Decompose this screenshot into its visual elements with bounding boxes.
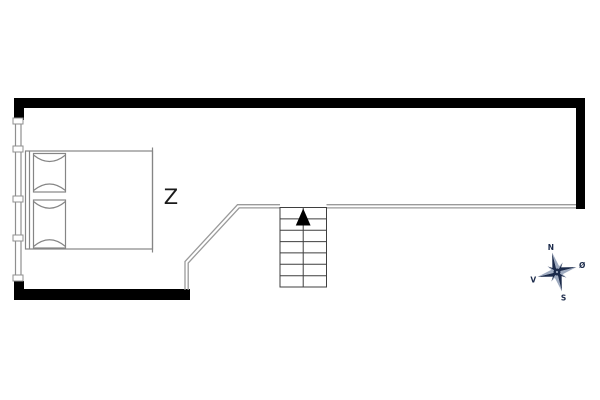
pillow-arc <box>33 154 66 163</box>
compass-west-label: V <box>530 275 536 284</box>
pillow-bottom <box>32 199 67 249</box>
wall-left-upper <box>14 98 24 120</box>
window-mullion-tick <box>12 234 24 242</box>
pillow-rect <box>32 199 67 249</box>
west-window <box>12 117 24 282</box>
wall-top <box>14 98 585 108</box>
window-mullion-tick <box>12 117 24 125</box>
compass-east-label: Ø <box>579 261 586 270</box>
room-label-z: Z <box>164 185 178 209</box>
exterior-walls <box>14 98 585 300</box>
loft-railing <box>184 204 576 290</box>
wall-right <box>576 98 585 209</box>
pillow-arc <box>33 239 66 247</box>
pillow-arc <box>33 201 66 209</box>
double-bed <box>24 147 154 253</box>
railing-outer-line <box>184 204 280 290</box>
compass-center-ring <box>555 270 559 274</box>
pillow-rect <box>32 152 67 193</box>
window-mullion-tick <box>12 145 24 153</box>
pillow-arc <box>33 183 66 191</box>
compass-north-label: N <box>548 243 554 252</box>
compass-cardinal-points <box>537 252 577 292</box>
window-mullion-tick <box>12 274 24 282</box>
staircase <box>279 207 327 288</box>
stair-up-arrow-icon <box>295 208 311 226</box>
wall-bottom <box>14 289 190 300</box>
railing-inner-line <box>187 207 280 290</box>
pillow-top <box>32 152 67 193</box>
compass-rose-icon: N Ø S V <box>530 243 586 303</box>
compass-south-label: S <box>561 294 566 303</box>
window-mullion-tick <box>12 195 24 203</box>
